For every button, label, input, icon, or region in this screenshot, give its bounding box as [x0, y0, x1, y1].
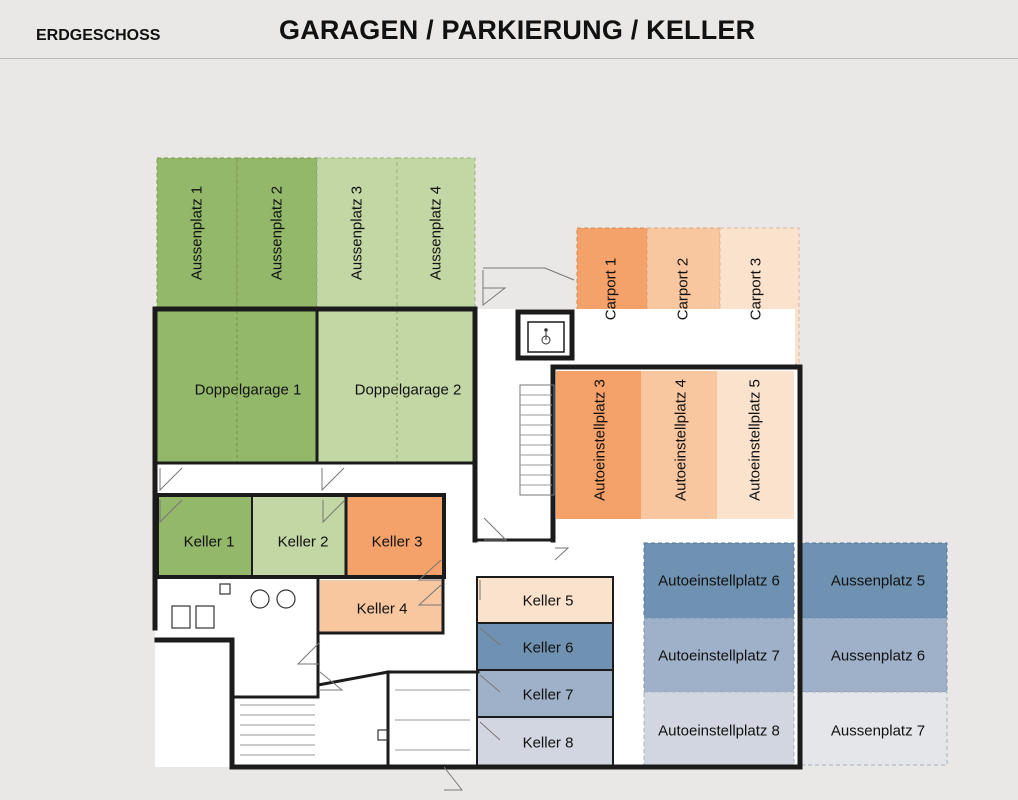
aussenplatz-4-area[interactable] — [396, 157, 476, 309]
autoeinstellplatz-6-area[interactable] — [643, 542, 795, 619]
aussenplatz-4-label: Aussenplatz 4 — [427, 185, 445, 281]
autoeinstellplatz-7-area[interactable] — [643, 617, 795, 693]
autoeinstellplatz-4-area[interactable] — [641, 371, 717, 519]
doppelgarage-2-label: Doppelgarage 2 — [354, 381, 462, 399]
aussenplatz-6-area[interactable] — [797, 617, 948, 693]
keller-8-area[interactable] — [477, 717, 613, 765]
doppelgarage-1-label: Doppelgarage 1 — [194, 381, 302, 399]
keller-5-label: Keller 5 — [522, 592, 574, 610]
autoeinstellplatz-3-label: Autoeinstellplatz 3 — [591, 379, 609, 501]
aussenplatz-1-area[interactable] — [156, 157, 238, 309]
autoeinstellplatz-4-label: Autoeinstellplatz 4 — [672, 379, 690, 501]
keller-4-area[interactable] — [320, 580, 442, 633]
autoeinstellplatz-3-area[interactable] — [556, 371, 641, 519]
keller-6-area[interactable] — [477, 623, 613, 670]
page-header: ERDGESCHOSS GARAGEN / PARKIERUNG / KELLE… — [0, 0, 1018, 59]
door-swings — [159, 267, 575, 791]
keller-1-label: Keller 1 — [183, 533, 235, 551]
aussenplatz-7-area[interactable] — [797, 691, 948, 766]
keller-2-label: Keller 2 — [277, 533, 329, 551]
walls — [152, 306, 803, 770]
floor-label: ERDGESCHOSS — [36, 27, 161, 44]
aussenplatz-5-area[interactable] — [797, 542, 948, 619]
doppelgarage-2-area[interactable] — [317, 311, 475, 463]
aussenplatz-5-label: Aussenplatz 5 — [830, 572, 926, 590]
autoeinstellplatz-8-label: Autoeinstellplatz 8 — [658, 722, 780, 740]
aussenplatz-2-label: Aussenplatz 2 — [268, 185, 286, 281]
aussenplatz-7-label: Aussenplatz 7 — [830, 722, 926, 740]
aussenplatz-1-label: Aussenplatz 1 — [188, 185, 206, 281]
autoeinstellplatz-5-label: Autoeinstellplatz 5 — [746, 379, 764, 501]
keller-1-area[interactable] — [158, 497, 252, 577]
wheelchair-icon — [541, 328, 551, 345]
aussenplatz-north-group — [156, 157, 476, 309]
aussenplatz-3-label: Aussenplatz 3 — [348, 185, 366, 281]
keller-2-area[interactable] — [252, 497, 346, 577]
autoeinstellplatz-6-label: Autoeinstellplatz 6 — [658, 572, 780, 590]
utility-fixtures — [171, 583, 389, 741]
page-title: GARAGEN / PARKIERUNG / KELLER — [279, 15, 756, 45]
keller-8-label: Keller 8 — [522, 734, 574, 752]
carport-1-label: Carport 1 — [602, 257, 620, 321]
autoeinstellplatz-5-area[interactable] — [717, 371, 794, 519]
carport-3-label: Carport 3 — [747, 257, 765, 321]
keller-5-area[interactable] — [477, 578, 613, 623]
carport-2-label: Carport 2 — [674, 257, 692, 321]
autoeinstellplatz-7-label: Autoeinstellplatz 7 — [658, 647, 780, 665]
keller-7-label: Keller 7 — [522, 686, 574, 704]
aussenplatz-6-label: Aussenplatz 6 — [830, 647, 926, 665]
keller-3-area[interactable] — [346, 497, 442, 577]
stairs-icon — [240, 394, 552, 756]
keller-6-label: Keller 6 — [522, 639, 574, 657]
keller-3-label: Keller 3 — [371, 533, 423, 551]
keller-4-label: Keller 4 — [356, 600, 408, 618]
keller-7-area[interactable] — [477, 670, 613, 717]
aussenplatz-3-area[interactable] — [316, 157, 398, 309]
